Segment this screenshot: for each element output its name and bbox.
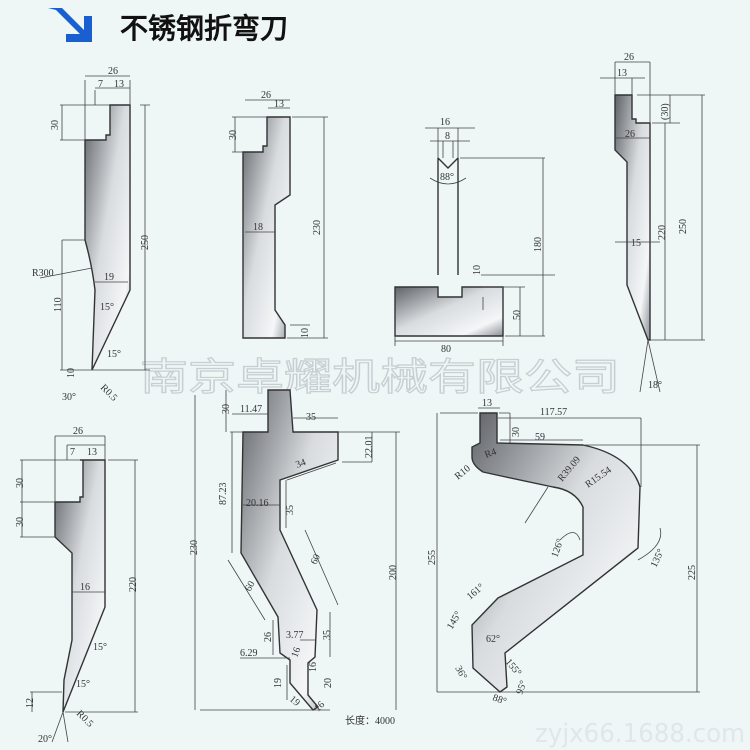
dim-label: 16 (440, 117, 450, 128)
dim-label: 20.16 (246, 498, 269, 509)
dim-label: 10 (472, 265, 483, 275)
dim-label: 36° (452, 664, 469, 682)
dim-label: 15 (631, 238, 641, 249)
dim-label: 26 (73, 426, 83, 437)
dim-label: 30 (50, 120, 61, 130)
dim-label: 10 (300, 328, 311, 338)
dim-label: 15° (107, 349, 121, 360)
dim-label: 220 (657, 225, 668, 240)
dim-label: 26 (263, 632, 274, 642)
dim-label: 35 (322, 630, 333, 640)
page-title: 不锈钢折弯刀 (120, 12, 288, 45)
dim-label: 3.77 (286, 630, 304, 641)
dim-label: 15° (93, 642, 107, 653)
dim-label: 26 (624, 52, 634, 63)
dim-label: R0.5 (98, 382, 119, 403)
dim-label: 60 (243, 579, 258, 593)
dim-label: 8 (445, 131, 450, 142)
dim-label: 80 (441, 344, 451, 355)
dim-label: 250 (140, 235, 151, 250)
dim-label: 6.29 (240, 648, 258, 659)
dim-label: 26 (625, 129, 635, 140)
company-watermark: 南京卓耀机械有限公司 (140, 355, 620, 399)
dim-label: 230 (189, 540, 200, 555)
dim-label: 19 (104, 272, 114, 283)
dim-label: 34 (294, 457, 307, 471)
dim-label: R4 (483, 446, 498, 460)
dim-label: R10 (453, 463, 473, 482)
dim-label: 250 (678, 219, 689, 234)
dim-label: R0.5 (74, 708, 95, 729)
dim-label: 30 (15, 478, 26, 488)
dim-label: 7 (98, 79, 103, 90)
dim-label: 13 (114, 79, 124, 90)
dim-label: 50 (512, 310, 523, 320)
dim-label: 12 (25, 698, 36, 708)
dim-label: 145° (445, 610, 464, 632)
tool-2-straight-punch: 26 13 30 230 18 10 (228, 90, 328, 339)
dim-label: 60 (309, 553, 323, 567)
dim-label: 30 (15, 517, 26, 527)
dim-label: 13 (274, 99, 284, 110)
dim-label: 19 (273, 678, 284, 688)
dim-label: 30° (62, 392, 76, 403)
dim-label: 19 (287, 694, 302, 709)
dim-label: 10 (66, 368, 77, 378)
dim-label: 20 (323, 678, 334, 688)
dim-label: 20° (38, 734, 52, 745)
dim-label: 62° (486, 634, 500, 645)
tool-6-offset-punch: 30 11.47 35 22.01 34 87.23 20.16 35 230 … (189, 389, 400, 727)
url-watermark: zyjx66.1688.com (535, 719, 745, 749)
dim-label: 16 (80, 582, 90, 593)
dim-label: 88° (491, 692, 508, 707)
dim-label: 7 (70, 447, 75, 458)
dim-label: 200 (388, 565, 399, 580)
dim-label: 11.47 (240, 404, 262, 415)
tool-length-label: 长度：4000 (345, 714, 395, 727)
tool-4-sword-punch: 26 13 (30) 26 15 220 250 18° (600, 52, 705, 393)
dim-label: 180 (533, 237, 544, 252)
dim-label: 30 (228, 130, 239, 140)
dim-label: (30) (660, 103, 671, 120)
dim-label: 18° (648, 380, 662, 391)
dim-label: 16 (312, 699, 327, 714)
dim-label: 16 (289, 646, 303, 659)
dim-label: 117.57 (540, 407, 567, 418)
dim-label: 26 (108, 66, 118, 77)
dim-label: 87.23 (218, 483, 229, 506)
dim-label: 110 (53, 297, 64, 312)
tool-7-swan-neck-punch: 13 117.57 30 59 R4 R10 R39.09 R15.54 126… (427, 398, 700, 708)
dim-label: 35 (306, 412, 316, 423)
dim-label: 13 (482, 398, 492, 409)
dim-label: R300 (32, 268, 54, 279)
dim-label: 35 (285, 505, 296, 515)
dim-label: 13 (87, 447, 97, 458)
tool-3-die-with-holder: 16 8 88° 180 10 50 80 (394, 117, 555, 355)
dim-label: 225 (687, 565, 698, 580)
dim-label: 16 (308, 662, 319, 672)
dim-label: 15° (100, 302, 114, 313)
dim-label: 126° (549, 537, 566, 559)
dim-label: 18 (253, 222, 263, 233)
dim-label: 230 (312, 220, 323, 235)
dim-label: 220 (128, 577, 139, 592)
dim-label: 30 (221, 404, 232, 414)
tool-5-acute-punch: 26 7 13 30 30 16 220 15° 15° 12 R0.5 20° (15, 426, 139, 745)
dim-label: 15° (76, 679, 90, 690)
dim-label: 13 (617, 68, 627, 79)
arrow-down-right-icon (48, 8, 92, 42)
dim-label: 59 (535, 432, 545, 443)
tool-1-gooseneck-punch: 26 7 13 30 250 R300 19 110 15° 15° 10 R0… (32, 66, 151, 404)
dim-label: 30 (511, 427, 522, 437)
dim-label: 95° (514, 679, 529, 696)
dim-label: 161° (465, 582, 487, 603)
dim-label: 22.01 (364, 436, 375, 459)
dim-label: 26 (261, 90, 271, 101)
dim-label: 88° (440, 172, 454, 183)
dim-label: 255 (427, 550, 438, 565)
